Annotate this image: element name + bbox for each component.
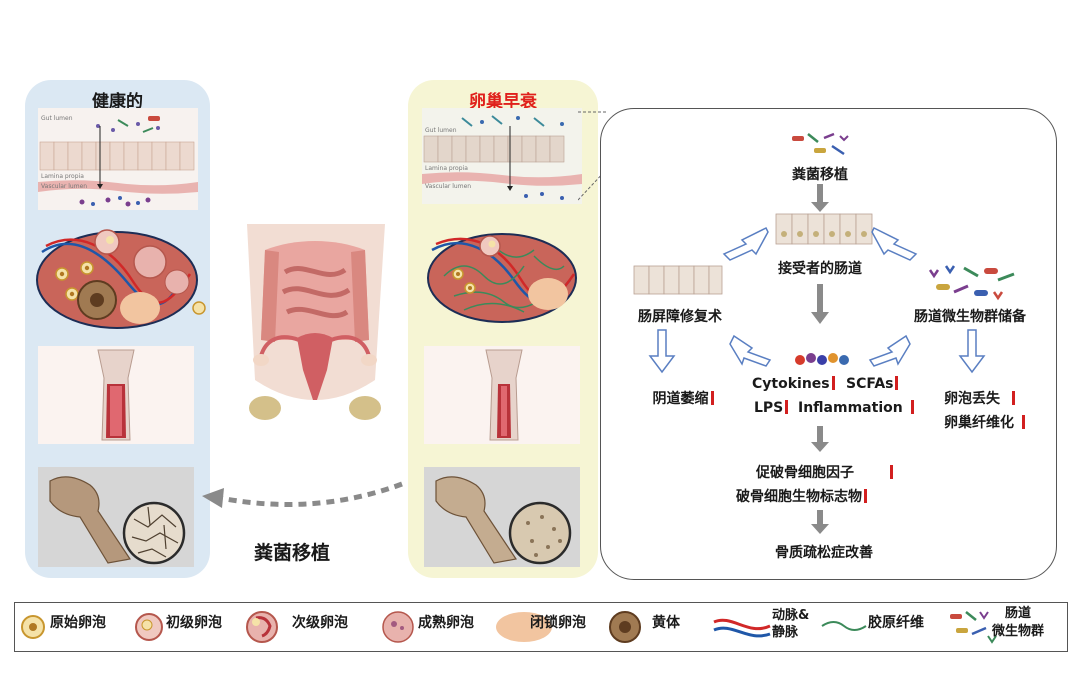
- decrease-mark-icon: [1012, 391, 1015, 405]
- legend: [14, 602, 1068, 652]
- vascular-label: Vascular lumen: [41, 183, 87, 190]
- collagen-fiber-icon: [821, 621, 867, 631]
- lamina-label-poi: Lamina propia: [425, 165, 468, 172]
- zoom-connector: [578, 111, 607, 201]
- healthy-bone-illustration: [49, 476, 186, 565]
- vascular-label-poi: Vascular lumen: [425, 183, 471, 190]
- increase-mark-icon: [895, 376, 899, 390]
- node-osteoclast-factor: 促破骨细胞因子: [756, 462, 893, 482]
- legend-gut-microbiota: 肠道 微生物群: [992, 606, 1045, 639]
- poi-title: 卵巢早衰: [469, 92, 537, 112]
- node-microbiota-reserve: 肠道微生物群储备: [914, 309, 1026, 325]
- legend-secondary: 次级卵泡: [292, 615, 348, 631]
- mature-follicle-icon: [382, 611, 414, 643]
- corpus-luteum-icon: [609, 611, 641, 643]
- healthy-vagina-illustration: [97, 349, 135, 441]
- poi-ovary-illustration: [427, 233, 577, 323]
- atretic-follicle-icon: [496, 612, 552, 642]
- decrease-mark-icon: [1022, 415, 1025, 429]
- node-cytokines: Cytokines: [752, 376, 835, 392]
- gut-microbiota-icon: [950, 611, 997, 644]
- body-gut-reproductive-illustration: [247, 224, 385, 420]
- transplant-label: 粪菌移植: [254, 542, 331, 564]
- decrease-mark-icon: [864, 489, 867, 503]
- node-inflammation: Inflammation: [798, 400, 914, 416]
- secondary-follicle-icon: [246, 611, 278, 643]
- mechanism-box: [600, 108, 1057, 580]
- gut-lumen-label-poi: Gut lumen: [425, 127, 457, 134]
- decrease-mark-icon: [831, 376, 835, 390]
- healthy-intestine-illustration: Gut lumen Lamina propia Vascular lumen: [38, 108, 198, 210]
- node-vaginal-atrophy: 阴道萎缩: [638, 388, 728, 408]
- primary-follicle-icon: [135, 613, 163, 641]
- legend-mature: 成熟卵泡: [418, 615, 474, 631]
- barrier-cells-icon: [633, 265, 723, 295]
- microbiota-reserve-icon: [928, 265, 1015, 301]
- healthy-title: 健康的: [92, 92, 143, 112]
- artery-vein-icon: [713, 618, 771, 638]
- decrease-mark-icon: [910, 400, 914, 414]
- node-barrier-repair: 肠屏障修复术: [638, 309, 722, 325]
- legend-primordial: 原始卵泡: [50, 615, 106, 631]
- lamina-label: Lamina propia: [41, 173, 84, 180]
- node-scfas: SCFAs: [846, 376, 899, 392]
- decrease-mark-icon: [890, 465, 893, 479]
- legend-primary: 初级卵泡: [166, 615, 222, 631]
- legend-artery-vein: 动脉& 静脉: [772, 608, 810, 640]
- node-recipient-gut: 接受者的肠道: [778, 261, 862, 277]
- gut-lumen-label: Gut lumen: [41, 115, 73, 122]
- recipient-gut-cells-icon: [775, 213, 873, 245]
- metabolites-icon: [795, 353, 849, 365]
- mechanism-arrows: [648, 184, 986, 534]
- node-lps: LPS: [754, 400, 789, 416]
- donor-microbiota-icon: [792, 132, 849, 156]
- legend-corpus-luteum: 黄体: [652, 615, 680, 631]
- legend-collagen: 胶原纤维: [868, 615, 924, 631]
- legend-atretic: 闭锁卵泡: [530, 615, 586, 631]
- primordial-follicle-icon: [21, 615, 45, 639]
- poi-vagina-illustration: [485, 349, 523, 441]
- decrease-mark-icon: [785, 400, 789, 414]
- poi-intestine-illustration: Gut lumen Lamina propia Vascular lumen: [422, 108, 582, 204]
- healthy-ovary-illustration: [36, 229, 206, 329]
- poi-bone-illustration: [435, 476, 572, 565]
- node-fecal-transplant: 粪菌移植: [792, 167, 848, 183]
- transplant-arrow: [202, 481, 403, 508]
- node-ovarian-fibrosis: 卵巢纤维化: [944, 412, 1025, 432]
- node-osteoporosis-improvement: 骨质疏松症改善: [775, 545, 873, 561]
- decrease-mark-icon: [710, 391, 714, 405]
- node-osteoclast-marker: 破骨细胞生物标志物: [736, 486, 867, 506]
- node-follicle-loss: 卵泡丢失: [944, 388, 1015, 408]
